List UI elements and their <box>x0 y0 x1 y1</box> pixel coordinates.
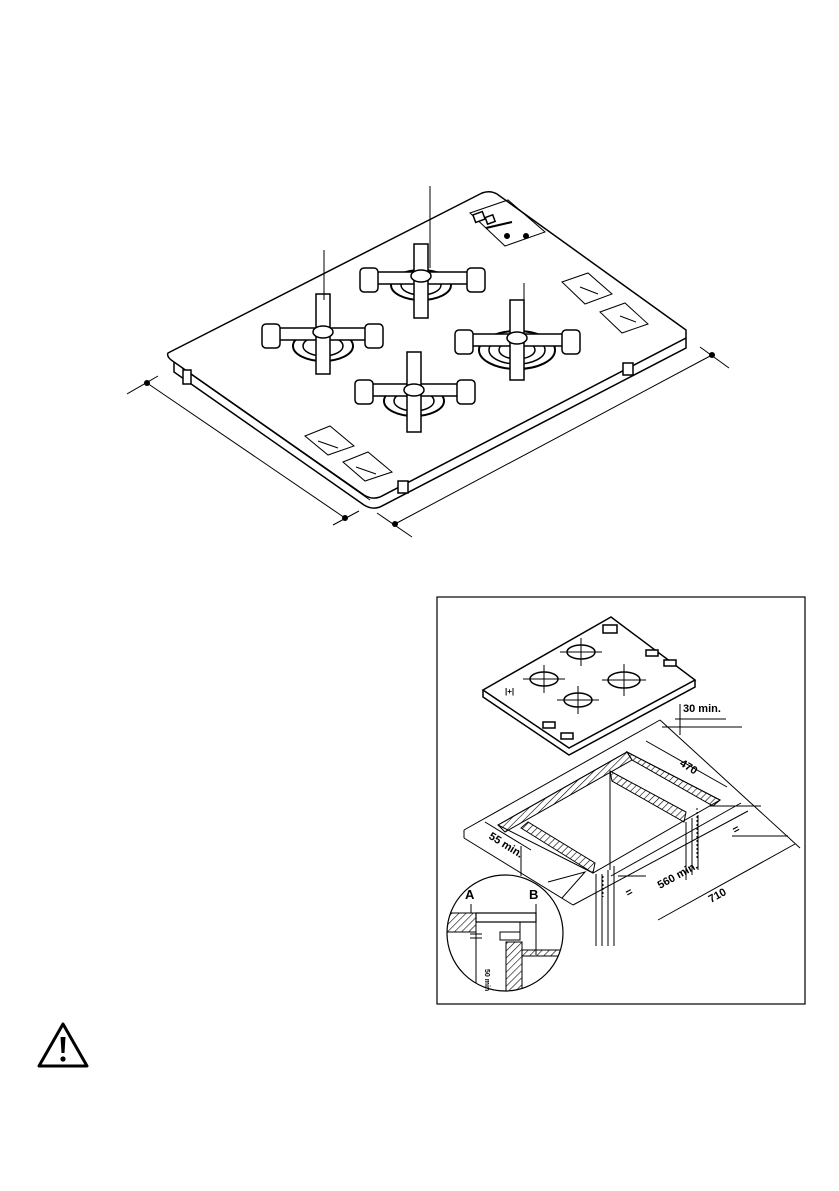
label-b: B <box>529 887 538 902</box>
svg-text:|+|: |+| <box>505 687 514 696</box>
label-30-min: 30 min. <box>683 703 721 715</box>
installation-diagram: |+| <box>437 597 805 1004</box>
hob-isometric-drawing <box>127 186 729 537</box>
label-50-min: 50 min <box>483 969 490 991</box>
warning-triangle-icon <box>39 1024 87 1066</box>
label-a: A <box>465 887 475 902</box>
